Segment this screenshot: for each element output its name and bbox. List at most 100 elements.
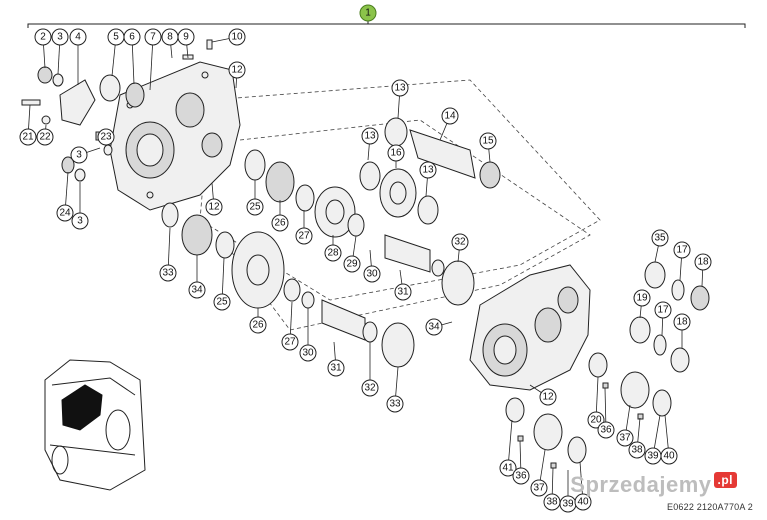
callout-17: 17 xyxy=(673,241,691,259)
callout-29: 29 xyxy=(343,255,361,273)
callout-number: 28 xyxy=(327,248,339,259)
callout-number: 30 xyxy=(366,269,378,280)
callout-number: 20 xyxy=(590,415,602,426)
callout-circle xyxy=(70,146,88,164)
callout-34: 34 xyxy=(188,281,206,299)
callout-13: 13 xyxy=(361,127,379,145)
callout-number: 25 xyxy=(216,297,228,308)
callout-number: 13 xyxy=(422,165,434,176)
callout-number: 7 xyxy=(150,32,156,43)
callout-31: 31 xyxy=(327,359,345,377)
callout-12: 12 xyxy=(205,198,223,216)
callout-circle xyxy=(343,255,361,273)
callout-number: 13 xyxy=(394,83,406,94)
callout-circle xyxy=(499,459,517,477)
callout-number: 18 xyxy=(697,257,709,268)
callout-circle xyxy=(36,128,54,146)
callout-circle xyxy=(651,229,669,247)
callout-number: 38 xyxy=(631,445,643,456)
callout-5: 5 xyxy=(107,28,125,46)
callout-circle xyxy=(386,395,404,413)
callout-23: 23 xyxy=(97,128,115,146)
callout-circle xyxy=(597,421,615,439)
callout-21: 21 xyxy=(19,128,37,146)
callout-circle xyxy=(694,253,712,271)
callout-number: 3 xyxy=(76,150,82,161)
callout-circle xyxy=(299,344,317,362)
callout-circle xyxy=(633,289,651,307)
callout-32: 32 xyxy=(451,233,469,251)
callout-38: 38 xyxy=(628,441,646,459)
callout-17: 17 xyxy=(654,301,672,319)
callout-number: 8 xyxy=(167,32,173,43)
callout-number: 15 xyxy=(482,136,494,147)
callout-35: 35 xyxy=(651,229,669,247)
callout-circle xyxy=(327,359,345,377)
callout-2: 2 xyxy=(34,28,52,46)
callout-circle xyxy=(56,204,74,222)
callout-37: 37 xyxy=(616,429,634,447)
callout-circle xyxy=(574,493,592,511)
callout-number: 26 xyxy=(252,320,264,331)
callout-18: 18 xyxy=(694,253,712,271)
callout-number: 3 xyxy=(77,216,83,227)
callout-number: 18 xyxy=(676,317,688,328)
callout-number: 40 xyxy=(663,451,675,462)
callout-number: 40 xyxy=(577,497,589,508)
callout-number: 12 xyxy=(208,202,220,213)
callout-19: 19 xyxy=(633,289,651,307)
callout-number: 33 xyxy=(389,399,401,410)
callout-39: 39 xyxy=(559,495,577,513)
callout-circle xyxy=(394,283,412,301)
callout-circle xyxy=(451,233,469,251)
assembly-bracket xyxy=(27,20,746,28)
callout-circle xyxy=(34,28,52,46)
callout-circle xyxy=(228,28,246,46)
callout-10: 10 xyxy=(228,28,246,46)
callout-26: 26 xyxy=(271,214,289,232)
callout-25: 25 xyxy=(246,198,264,216)
callout-circle xyxy=(69,28,87,46)
callout-33: 33 xyxy=(386,395,404,413)
callout-4: 4 xyxy=(69,28,87,46)
callout-number: 37 xyxy=(619,433,631,444)
callout-27: 27 xyxy=(295,227,313,245)
callout-number: 32 xyxy=(454,237,466,248)
callout-number: 17 xyxy=(657,305,669,316)
callout-28: 28 xyxy=(324,244,342,262)
callout-number: 33 xyxy=(162,268,174,279)
callout-number: 27 xyxy=(298,231,310,242)
callout-22: 22 xyxy=(36,128,54,146)
callout-number: 36 xyxy=(600,425,612,436)
callout-27: 27 xyxy=(281,333,299,351)
callout-number: 35 xyxy=(654,233,666,244)
callout-number: 2 xyxy=(40,32,46,43)
leader-line xyxy=(149,36,154,91)
callout-number: 16 xyxy=(390,148,402,159)
callout-circle xyxy=(281,333,299,351)
callout-9: 9 xyxy=(177,28,195,46)
callout-36: 36 xyxy=(512,467,530,485)
assembly-badge: 1 xyxy=(359,4,377,22)
callout-circle xyxy=(391,79,409,97)
callout-number: 30 xyxy=(302,348,314,359)
left-housing-cover xyxy=(109,61,241,211)
callout-number: 25 xyxy=(249,202,261,213)
callout-number: 24 xyxy=(59,208,71,219)
callout-26: 26 xyxy=(249,316,267,334)
callout-number: 3 xyxy=(57,32,63,43)
callout-number: 37 xyxy=(533,483,545,494)
callout-number: 26 xyxy=(274,218,286,229)
callout-circle xyxy=(205,198,223,216)
callout-number: 23 xyxy=(100,132,112,143)
callout-34: 34 xyxy=(425,318,443,336)
callout-8: 8 xyxy=(161,28,179,46)
callout-number: 38 xyxy=(546,497,558,508)
callout-circle xyxy=(361,379,379,397)
callout-36: 36 xyxy=(597,421,615,439)
callout-13: 13 xyxy=(419,161,437,179)
callout-circle xyxy=(271,214,289,232)
callout-40: 40 xyxy=(660,447,678,465)
callout-30: 30 xyxy=(363,265,381,283)
callout-25: 25 xyxy=(213,293,231,311)
